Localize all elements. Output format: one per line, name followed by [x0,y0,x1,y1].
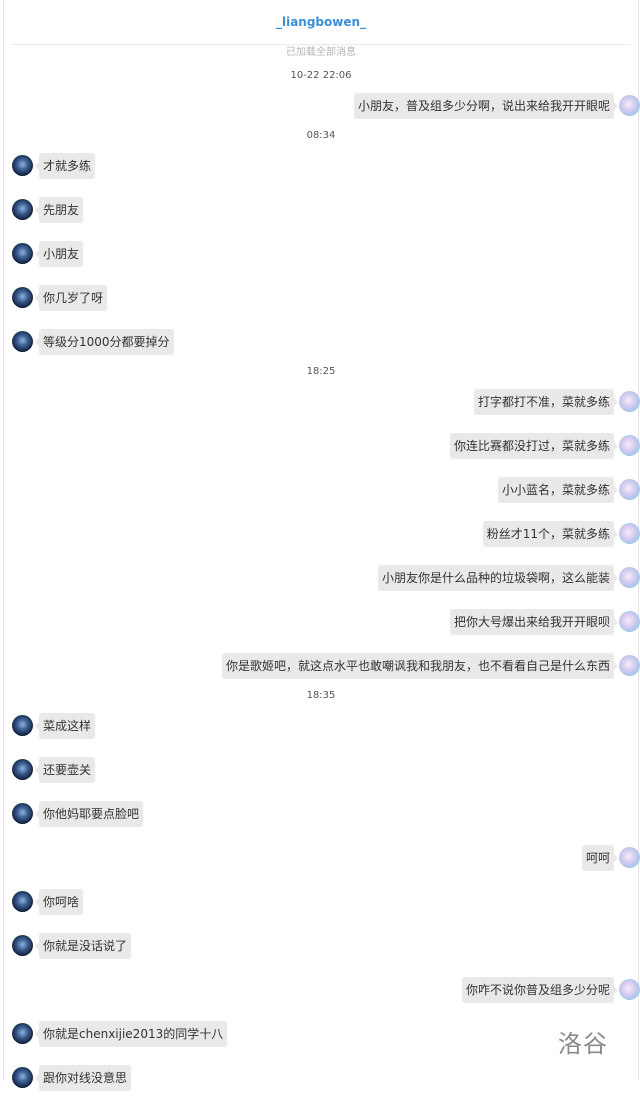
message-bubble: 小朋友你是什么品种的垃圾袋啊，这么能装 [377,565,619,591]
message-bubble: 小小蓝名，菜就多练 [497,477,619,503]
user-avatar-icon[interactable] [619,95,640,116]
user-avatar-icon[interactable] [619,391,640,412]
contact-avatar-icon[interactable] [12,287,33,308]
message-row-right: 你咋不说你普及组多少分呢 [4,968,640,1012]
timestamp: 18:25 [306,366,336,377]
message-row-left: 等级分1000分都要掉分 [4,320,638,364]
message-bubble: 把你大号爆出来给我开开眼呗 [449,609,619,635]
contact-avatar-icon[interactable] [12,891,33,912]
message-row-right: 小小蓝名，菜就多练 [4,468,640,512]
message-row-left: 还要壶关 [4,748,638,792]
message-bubble: 你咋不说你普及组多少分呢 [461,977,619,1003]
user-avatar-icon[interactable] [619,979,640,1000]
message-bubble: 粉丝才11个，菜就多练 [482,521,619,547]
message-bubble: 呵呵 [581,845,619,871]
message-row-left: 先朋友 [4,188,638,232]
message-row-right: 小朋友你是什么品种的垃圾袋啊，这么能装 [4,556,640,600]
message-bubble: 你连比赛都没打过，菜就多练 [449,433,619,459]
user-avatar-icon[interactable] [619,567,640,588]
message-bubble: 先朋友 [34,197,84,223]
message-bubble: 还要壶关 [34,757,96,783]
message-row-left: 你他妈耶要点脸吧 [4,792,638,836]
chat-window: _liangbowen_ 已加载全部消息 10-22 22:06 小朋友，普及组多… [3,0,640,1091]
timestamp: 10-22 22:06 [290,70,352,81]
message-row-left: 跟你对线没意思 [4,1056,638,1100]
message-row-left: 才就多练 [4,144,638,188]
message-bubble: 等级分1000分都要掉分 [35,329,174,355]
user-avatar-icon[interactable] [619,847,640,868]
contact-avatar-icon[interactable] [12,331,33,352]
contact-avatar-icon[interactable] [12,199,33,220]
message-row-left: 你就是chenxijie2013的同学十八 [4,1012,638,1056]
message-row-right: 把你大号爆出来给我开开眼呗 [4,600,640,644]
user-avatar-icon[interactable] [619,611,640,632]
contact-avatar-icon[interactable] [12,155,33,176]
chat-header: _liangbowen_ [12,0,630,45]
watermark-logo: 洛谷 [558,1030,608,1058]
contact-avatar-icon[interactable] [12,935,33,956]
message-row-left: 小朋友 [4,232,638,276]
message-list[interactable]: 10-22 22:06 小朋友，普及组多少分啊，说出来给我开开眼呢 08:34 才就多… [4,68,640,1100]
contact-avatar-icon[interactable] [12,1023,33,1044]
timestamp: 08:34 [306,130,336,141]
message-row-right: 呵呵 [4,836,640,880]
message-bubble: 你呵啥 [34,889,84,915]
message-bubble: 小朋友 [34,241,84,267]
contact-name-link[interactable]: _liangbowen_ [275,15,367,29]
message-bubble: 你就是没话说了 [34,933,132,959]
user-avatar-icon[interactable] [619,479,640,500]
contact-avatar-icon[interactable] [12,243,33,264]
message-bubble: 才就多练 [34,153,96,179]
contact-avatar-icon[interactable] [12,759,33,780]
contact-avatar-icon[interactable] [12,803,33,824]
message-row-right: 你连比赛都没打过，菜就多练 [4,424,640,468]
message-bubble: 跟你对线没意思 [34,1065,132,1091]
user-avatar-icon[interactable] [619,523,640,544]
timestamp: 18:35 [306,690,336,701]
user-avatar-icon[interactable] [619,435,640,456]
message-row-right: 粉丝才11个，菜就多练 [4,512,640,556]
message-bubble: 你他妈耶要点脸吧 [34,801,144,827]
message-row-right: 你是歌姬吧，就这点水平也敢嘲讽我和我朋友，也不看看自己是什么东西 [4,644,640,688]
message-bubble: 你是歌姬吧，就这点水平也敢嘲讽我和我朋友，也不看看自己是什么东西 [221,653,619,679]
contact-avatar-icon[interactable] [12,1067,33,1088]
message-bubble: 你几岁了呀 [34,285,108,311]
message-bubble: 小朋友，普及组多少分啊，说出来给我开开眼呢 [353,93,619,119]
message-row-left: 你几岁了呀 [4,276,638,320]
message-row-right: 小朋友，普及组多少分啊，说出来给我开开眼呢 [4,84,640,128]
message-row-left: 你呵啥 [4,880,638,924]
message-row-left: 菜成这样 [4,704,638,748]
message-row-left: 你就是没话说了 [4,924,638,968]
message-bubble: 菜成这样 [34,713,96,739]
contact-avatar-icon[interactable] [12,715,33,736]
all-loaded-notice: 已加载全部消息 [286,47,356,58]
message-bubble: 你就是chenxijie2013的同学十八 [34,1021,228,1047]
message-bubble: 打字都打不准，菜就多练 [473,389,619,415]
message-row-right: 打字都打不准，菜就多练 [4,380,640,424]
user-avatar-icon[interactable] [619,655,640,676]
